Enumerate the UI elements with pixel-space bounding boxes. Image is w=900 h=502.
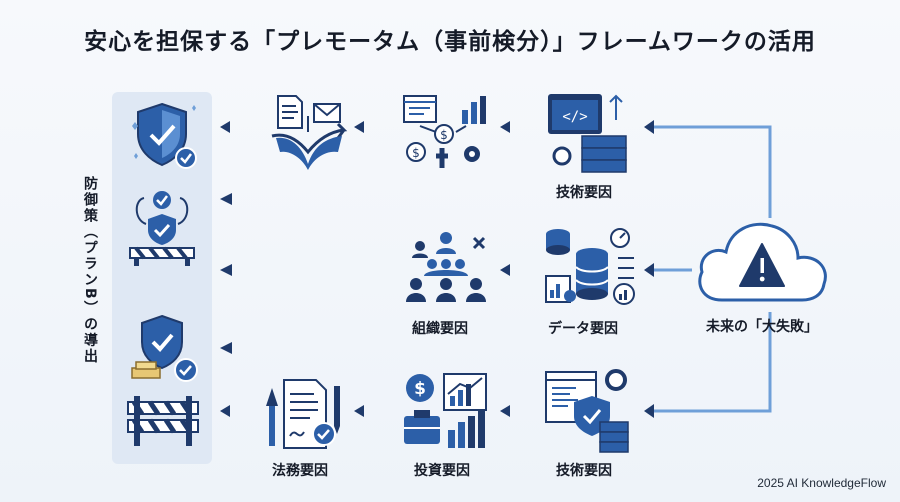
svg-text:$: $ <box>414 379 426 399</box>
shield-check-icon <box>132 102 197 169</box>
svg-text:$: $ <box>412 146 420 160</box>
payment-process-icon: $ $ <box>403 95 486 168</box>
factor-label-legal: 法務要因 <box>272 463 328 479</box>
investment-icon: $ <box>404 373 487 448</box>
team-icon <box>406 232 486 302</box>
shield-gold-icon <box>131 314 198 382</box>
factor-label-tech-top: 技術要因 <box>556 185 612 201</box>
contract-icon <box>266 379 340 449</box>
svg-text:</>: </> <box>562 109 587 125</box>
barrier-shield-icon <box>129 191 195 266</box>
footer-credit: 2025 AI KnowledgeFlow <box>757 476 886 490</box>
factor-label-data: データ要因 <box>548 321 618 337</box>
page-title: 安心を担保する「プレモータム（事前検分）」フレームワークの活用 <box>84 29 816 55</box>
code-server-icon: </> <box>548 94 627 173</box>
connector-bottom <box>648 312 772 413</box>
cloud-warning-icon <box>698 222 827 302</box>
document-decision-icon <box>271 95 348 170</box>
svg-text:$: $ <box>440 128 448 142</box>
database-icon <box>545 228 635 305</box>
factor-label-organization: 組織要因 <box>412 321 468 337</box>
factor-label-tech-bottom: 技術要因 <box>556 463 612 479</box>
defense-label: 防御策（プランB）の導出 <box>82 176 98 365</box>
factor-label-investment: 投資要因 <box>414 463 470 479</box>
failure-label: 未来の「大失敗」 <box>706 319 818 335</box>
secure-server-icon <box>545 369 629 453</box>
barrier-icon <box>127 396 199 446</box>
connector-top <box>648 125 772 218</box>
